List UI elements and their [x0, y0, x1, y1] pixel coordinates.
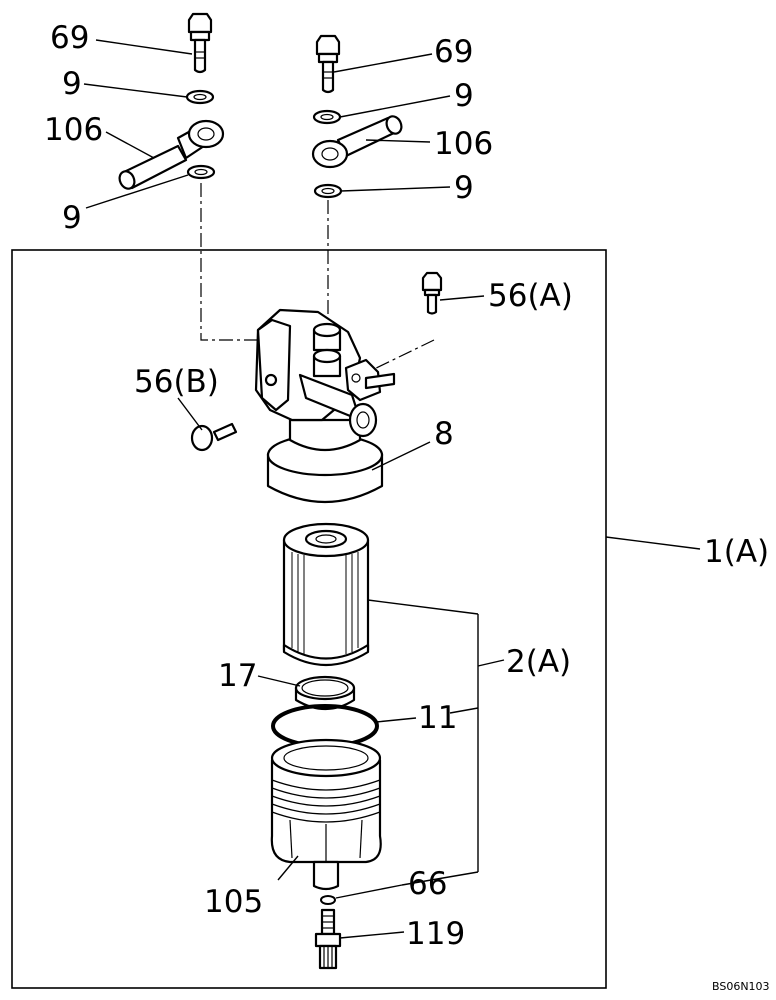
- label-9-left-bottom: 9: [62, 200, 82, 236]
- label-105: 105: [204, 884, 263, 920]
- leader-lines: [83, 39, 701, 939]
- label-9-left-top: 9: [62, 66, 82, 102]
- bolt-69-left: [187, 12, 213, 74]
- label-56b: 56(B): [134, 364, 219, 400]
- washer-9-left-bottom: [186, 164, 216, 180]
- label-1a: 1(A): [704, 534, 769, 570]
- drawing-code: BS06N103: [712, 980, 770, 993]
- washer-9-left-top: [185, 89, 215, 105]
- label-69-right: 69: [434, 34, 473, 70]
- washer-9-right-top: [312, 109, 342, 125]
- label-17: 17: [218, 658, 257, 694]
- label-69-left: 69: [50, 20, 89, 56]
- washer-9-right-bottom: [313, 183, 343, 199]
- label-9-right-top: 9: [454, 78, 474, 114]
- label-119: 119: [406, 916, 465, 952]
- bolt-56a: [421, 271, 443, 315]
- label-106-left: 106: [44, 112, 103, 148]
- label-8: 8: [434, 416, 454, 452]
- oring-66: [320, 895, 336, 905]
- ring-17: [294, 675, 356, 710]
- label-56a: 56(A): [488, 278, 573, 314]
- plug-119: [314, 908, 342, 970]
- label-2a: 2(A): [506, 644, 571, 680]
- bolt-69-right: [315, 34, 341, 94]
- label-66: 66: [408, 866, 447, 902]
- assembly-boundary: [11, 249, 607, 989]
- label-11: 11: [418, 700, 457, 736]
- filter-element: [282, 522, 370, 667]
- label-9-right-bottom: 9: [454, 170, 474, 206]
- filter-bowl-105: [270, 738, 382, 891]
- joint-106-left: [118, 119, 225, 190]
- label-106-right: 106: [434, 126, 493, 162]
- bolt-56b: [190, 422, 238, 452]
- filter-head-8: [254, 308, 396, 504]
- joint-106-right: [311, 115, 403, 169]
